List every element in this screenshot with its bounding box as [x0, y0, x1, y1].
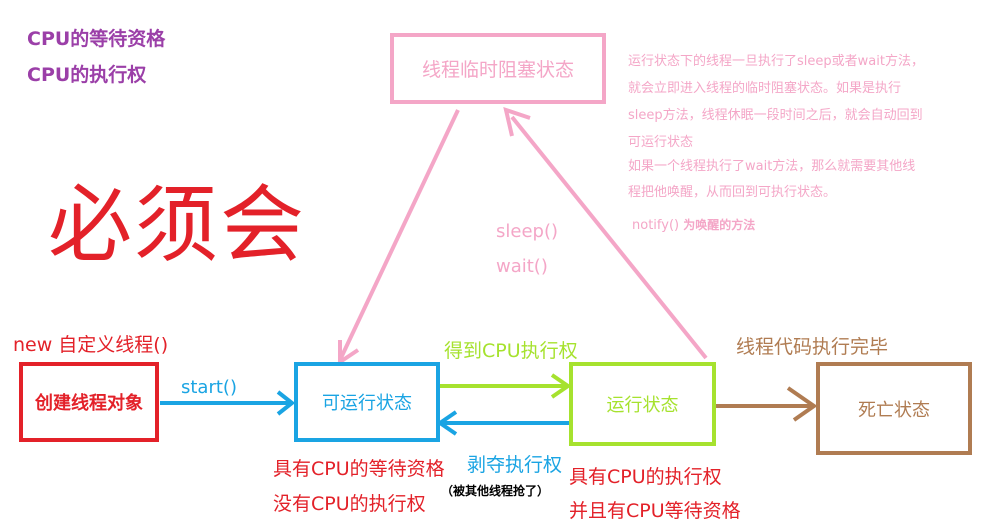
code-done-arrowhead: [786, 386, 818, 422]
sleep-wait-arrowhead: [503, 106, 531, 137]
create-thread-state-box: 创建线程对象: [19, 362, 159, 442]
sleep-label: sleep(): [496, 221, 558, 242]
create-thread-state-label: 创建线程对象: [35, 393, 143, 414]
explanation-line-5: 如果一个线程执行了wait方法，那么就需要其他线: [628, 159, 916, 174]
running-state-label: 运行状态: [606, 395, 679, 416]
explanation-line-6: 程把他唤醒，从而回到可执行状态。: [628, 185, 837, 200]
runnable-state-box: 可运行状态: [294, 362, 440, 442]
blocked-state-box: 线程临时阻塞状态: [390, 33, 606, 104]
get-cpu-label: 得到CPU执行权: [444, 340, 578, 362]
runnable-desc-wait-qualification: 具有CPU的等待资格: [273, 458, 445, 480]
must-know-headline: 必须会: [48, 176, 307, 274]
explanation-line-2: 就会立即进入线程的临时阻塞状态。如果是执行: [628, 81, 902, 96]
new-thread-label: new 自定义线程(): [13, 334, 169, 356]
wake-arrow: [338, 109, 460, 361]
runnable-state-label: 可运行状态: [322, 393, 412, 414]
notify-line: notify() 为唤醒的方法: [632, 216, 755, 233]
explanation-line-4: 可运行状态: [628, 135, 694, 150]
running-desc-wait-qualification: 并且有CPU等待资格: [569, 500, 741, 522]
running-state-box: 运行状态: [569, 362, 716, 446]
cpu-execution-right-note: CPU的执行权: [27, 64, 147, 86]
notify-method: notify(): [632, 218, 680, 233]
wait-label: wait(): [496, 256, 548, 277]
blocked-state-label: 线程临时阻塞状态: [421, 59, 574, 81]
get-cpu-arrowhead: [550, 373, 572, 399]
running-desc-execution-right: 具有CPU的执行权: [569, 466, 722, 488]
explanation-line-1: 运行状态下的线程一旦执行了sleep或者wait方法，: [628, 54, 924, 69]
dead-state-box: 死亡状态: [816, 362, 972, 455]
preempted-label: 剥夺执行权: [467, 454, 563, 476]
start-arrowhead: [276, 390, 296, 416]
explanation-line-3: sleep方法，线程休眠一段时间之后，就会自动回到: [628, 108, 923, 123]
code-done-label: 线程代码执行完毕: [736, 336, 889, 358]
dead-state-label: 死亡状态: [858, 399, 930, 421]
start-label: start(): [181, 377, 237, 398]
preempt-arrowhead: [436, 410, 458, 436]
preempted-note: （被其他线程抢了）: [441, 484, 550, 498]
notify-description: 为唤醒的方法: [679, 218, 756, 232]
sleep-wait-arrow: [510, 115, 708, 360]
runnable-desc-no-execution-right: 没有CPU的执行权: [273, 493, 426, 515]
cpu-wait-qualification-note: CPU的等待资格: [27, 28, 166, 50]
